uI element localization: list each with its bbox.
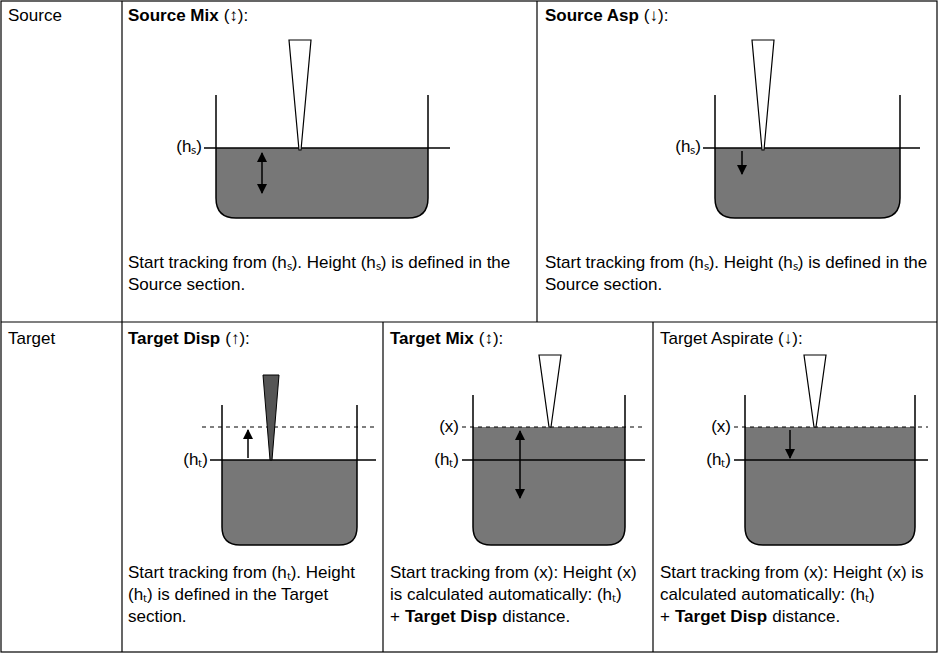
- cell-note: Start tracking from (hₛ). Height (hₛ) is…: [128, 252, 533, 296]
- cell-text: Target Aspirate (↓):: [660, 329, 803, 348]
- cell-text: (↑):: [225, 329, 250, 348]
- column-heading: Source Asp (↓):: [545, 5, 930, 27]
- bold-term: Target Disp: [405, 607, 497, 626]
- cell-text: Source: [8, 6, 62, 25]
- height-label: (hₛ): [176, 136, 202, 158]
- height-label: (hₛ): [675, 136, 701, 158]
- cell-text: distance.: [502, 607, 570, 626]
- column-heading: Target Aspirate (↓):: [660, 328, 932, 350]
- cell-note: Start tracking from (hₛ). Height (hₛ) is…: [545, 252, 933, 296]
- height-label: (hₜ): [434, 449, 459, 471]
- column-heading: Source Mix (↕):: [128, 5, 528, 27]
- height-label: (hₜ): [706, 450, 731, 469]
- height-label: (hₜ): [706, 449, 731, 471]
- height-label: (hₜ): [183, 450, 208, 469]
- height-label: (hₛ): [176, 137, 202, 156]
- height-label: (hₛ): [675, 137, 701, 156]
- cell-text: (↕):: [479, 329, 504, 348]
- cell-text: Start tracking from (hₛ). Height (hₛ) is…: [545, 253, 927, 294]
- cell-text: Target: [8, 329, 55, 348]
- height-label: (hₜ): [183, 449, 208, 471]
- bold-term: Target Disp: [128, 329, 220, 348]
- bold-term: Source Asp: [545, 6, 639, 25]
- cell-text: (↕):: [224, 6, 249, 25]
- cell-text: Start tracking from (hₜ). Height (hₜ) is…: [128, 563, 355, 626]
- row-header: Target: [8, 328, 118, 350]
- height-label: (x): [439, 417, 459, 436]
- cell-note: Start tracking from (hₜ). Height (hₜ) is…: [128, 562, 380, 628]
- column-heading: Target Mix (↕):: [390, 328, 648, 350]
- height-label: (x): [439, 416, 459, 438]
- height-label: (x): [711, 417, 731, 436]
- cell-text: Start tracking from (hₛ). Height (hₛ) is…: [128, 253, 510, 294]
- cell-note: Start tracking from (x): Height (x) is c…: [390, 562, 650, 628]
- height-label: (x): [711, 416, 731, 438]
- row-header: Source: [8, 5, 118, 27]
- column-heading: Target Disp (↑):: [128, 328, 378, 350]
- cell-note: Start tracking from (x): Height (x) is c…: [660, 562, 934, 628]
- cell-text: (↓):: [644, 6, 669, 25]
- bold-term: Target Mix: [390, 329, 474, 348]
- bold-term: Source Mix: [128, 6, 219, 25]
- bold-term: Target Disp: [675, 607, 767, 626]
- cell-text: distance.: [772, 607, 840, 626]
- height-label: (hₜ): [434, 450, 459, 469]
